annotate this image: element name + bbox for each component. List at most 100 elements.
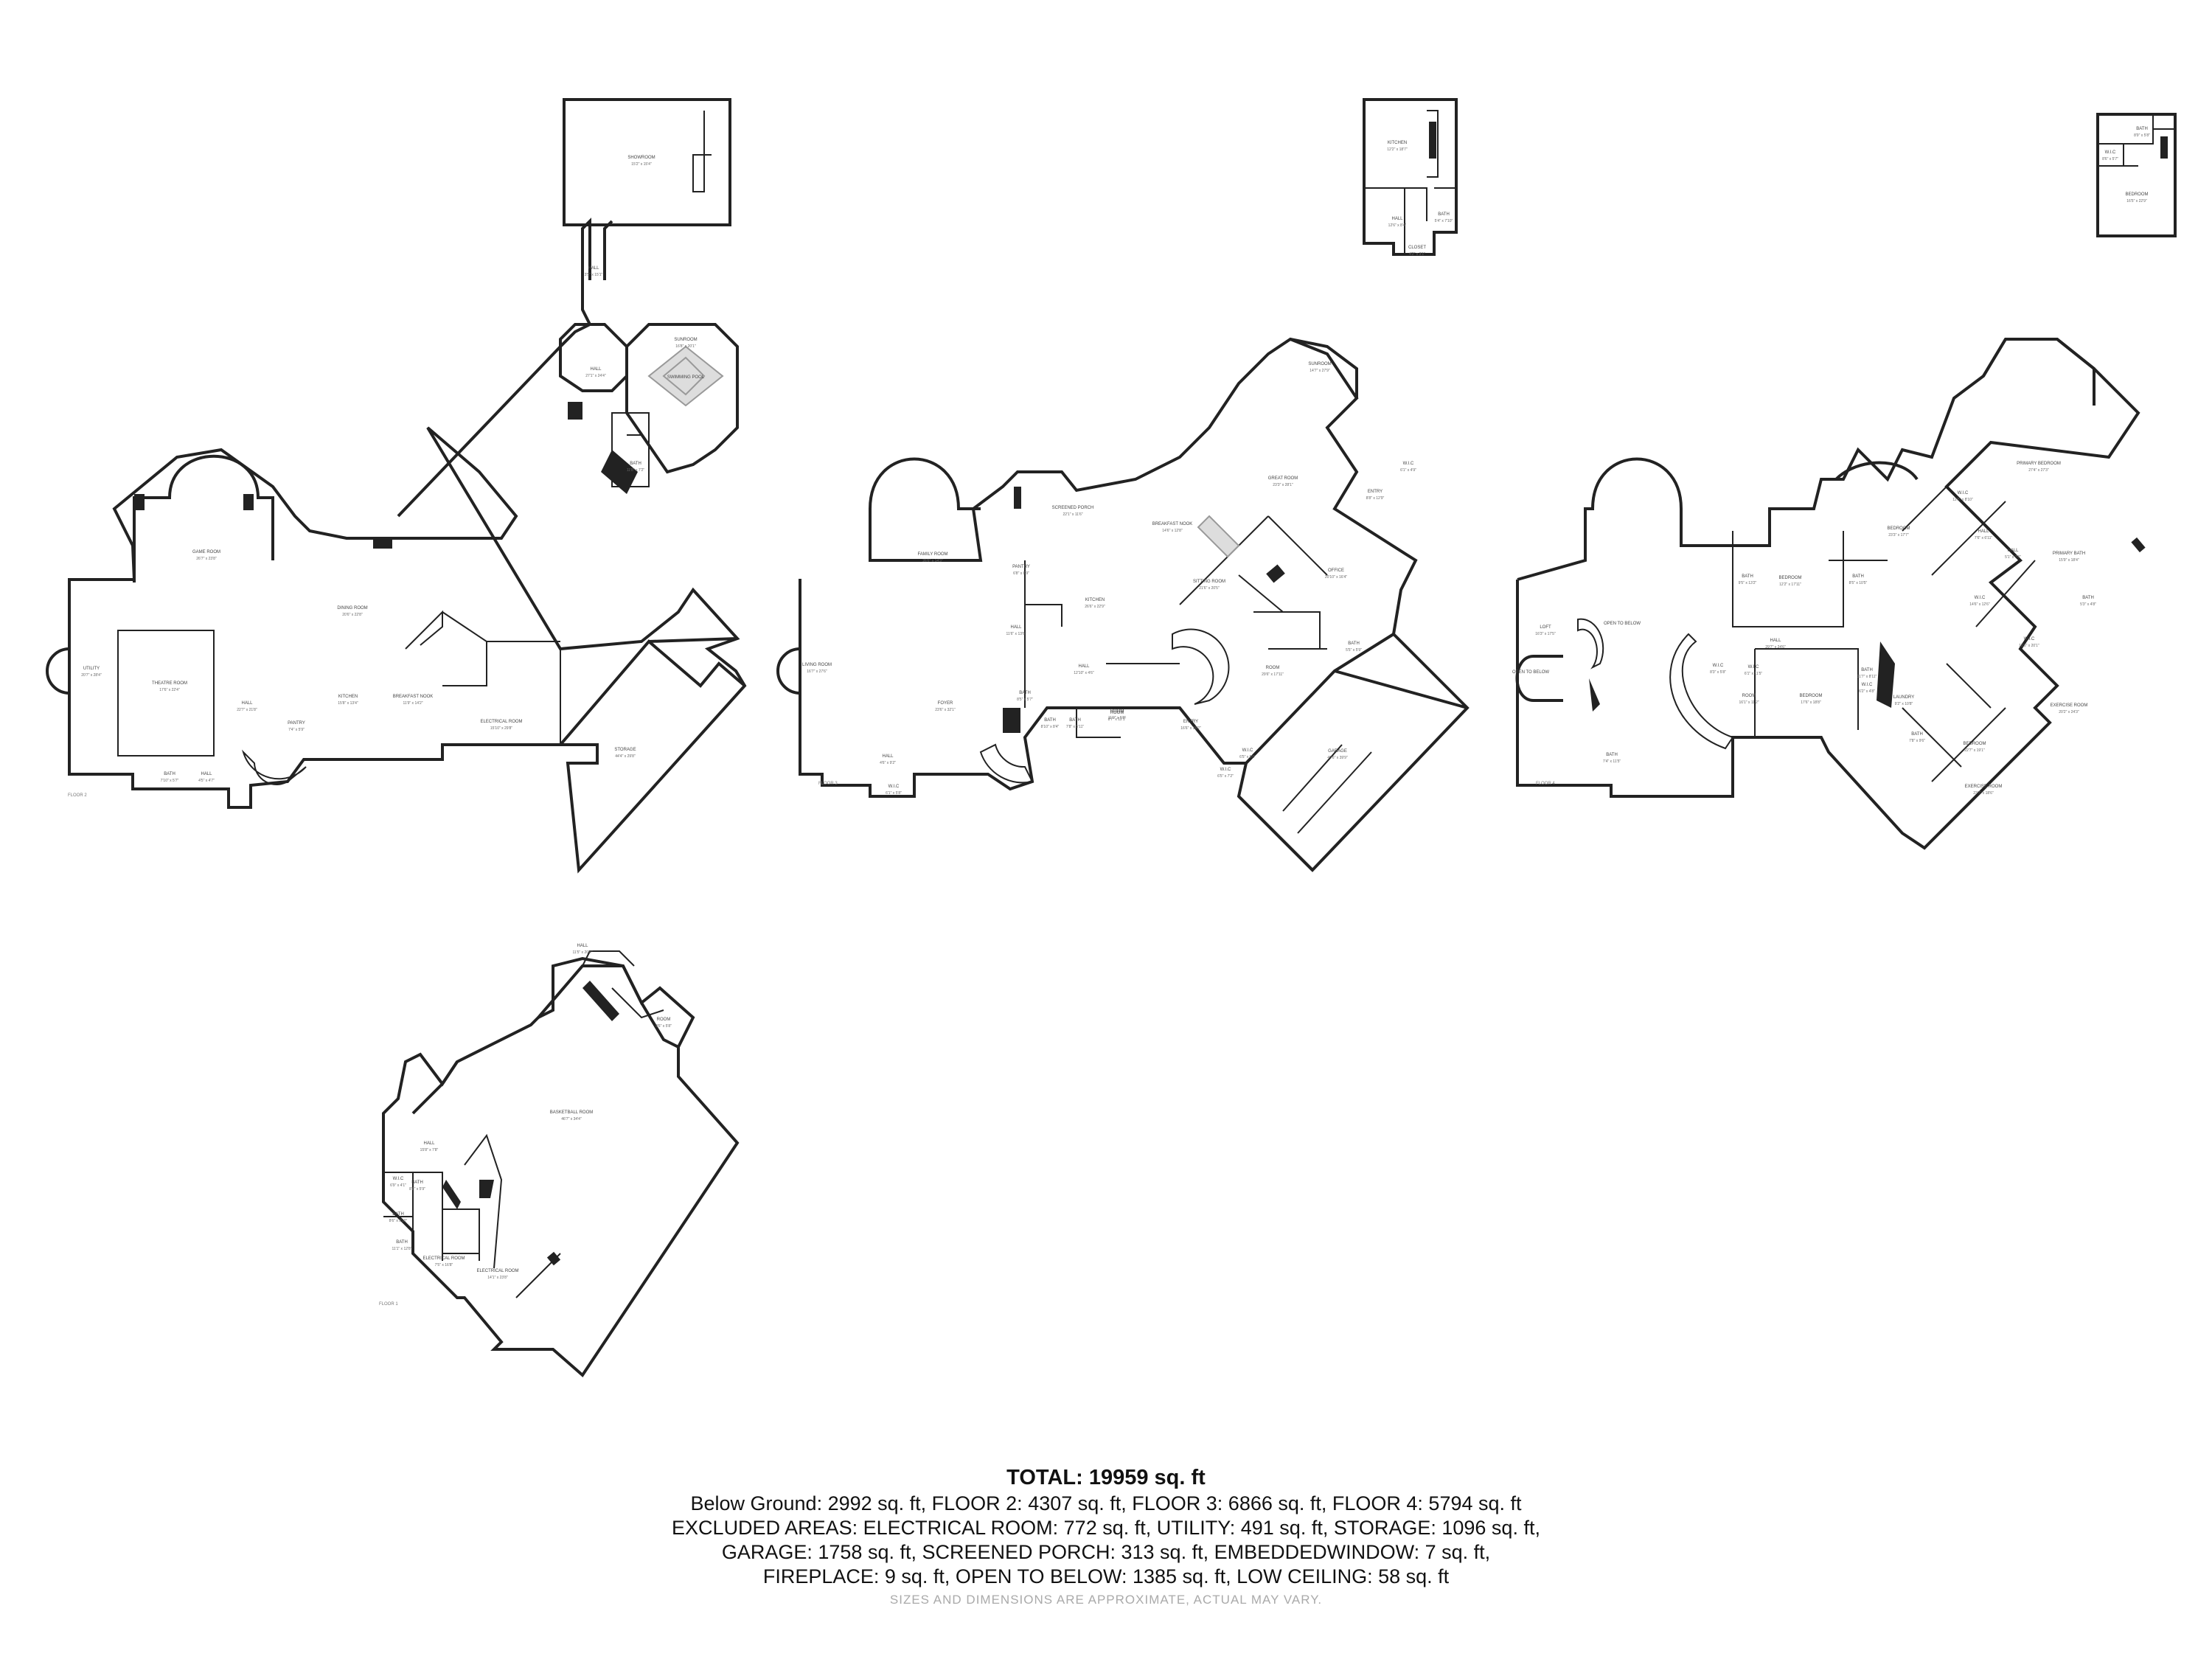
room-label: KITCHEN bbox=[1388, 141, 1407, 145]
room-dim: 16'7" x 27'6" bbox=[807, 669, 827, 674]
room-label: LAUNDRY bbox=[1893, 695, 1915, 700]
room-dim: 4'5" x 4'7" bbox=[198, 779, 215, 783]
room-dim: 26'6" x 22'9" bbox=[1085, 605, 1105, 609]
room-dim: 8'9" x 5'8" bbox=[2134, 133, 2150, 138]
room-dim: 27'1" x 24'4" bbox=[585, 374, 606, 378]
room-label: BATH bbox=[396, 1240, 408, 1245]
room-label: BATH bbox=[1069, 718, 1081, 723]
room-labels: SHOWROOM 15'2" x 15'4" HALL 3'5" x 15'1"… bbox=[68, 127, 2150, 1307]
room-label: EXERCISE ROOM bbox=[2051, 703, 2088, 708]
room-label: BATH bbox=[1019, 691, 1031, 695]
room-label: HALL bbox=[423, 1141, 435, 1146]
room-label: BATH bbox=[1852, 574, 1864, 579]
room-dim: 12'2" x 18'7" bbox=[1387, 147, 1408, 152]
room-dim: 6'1" x 11'5" bbox=[1745, 672, 1762, 676]
room-dim: 14'1" x 23'8" bbox=[487, 1276, 508, 1280]
area-summary: TOTAL: 19959 sq. ft Below Ground: 2992 s… bbox=[0, 1464, 2212, 1611]
room-label: HALL bbox=[201, 772, 212, 776]
room-dim: 40'6" x 39'9" bbox=[1327, 756, 1348, 760]
room-label: ELECTRICAL ROOM bbox=[480, 720, 522, 724]
room-label: BATH bbox=[1044, 718, 1056, 723]
room-dim: 12'6" x 8'4" bbox=[1388, 223, 1407, 228]
room-dim: 15'10" x 29'8" bbox=[490, 726, 512, 731]
room-label: BATH bbox=[2082, 596, 2094, 600]
room-label: PRIMARY BATH bbox=[2053, 552, 2085, 556]
room-dim: 15'9" x 18'4" bbox=[2059, 558, 2079, 563]
room-dim: 16'3" x 17'5" bbox=[1535, 632, 1556, 636]
theatre-room-walls bbox=[117, 630, 215, 757]
room-dim: 8'7" x 12'1" bbox=[1108, 717, 1127, 722]
room-dim: 8'5" x 5'7" bbox=[1017, 698, 1033, 702]
loft-bay bbox=[1515, 655, 1563, 702]
room-dim: 8'6" x 5'10" bbox=[389, 1219, 408, 1223]
room-label: LIVING ROOM bbox=[802, 663, 832, 667]
room-label: HALL bbox=[1010, 625, 1022, 630]
sunroom-walls bbox=[625, 323, 739, 474]
room-label: SUNROOM bbox=[1308, 362, 1331, 366]
sunroom-3-walls bbox=[1290, 338, 1358, 398]
room-label: KITCHEN bbox=[338, 695, 358, 699]
room-label: W.I.C bbox=[393, 1177, 404, 1181]
room-dim: 8'8" x 5'9" bbox=[409, 1187, 425, 1192]
room-label: ENTRY bbox=[1183, 720, 1198, 724]
room-label: W.I.C bbox=[1713, 664, 1724, 668]
floor-4-upper-plan bbox=[2096, 113, 2177, 237]
room-dim: 9'2" x 10'8" bbox=[1895, 702, 1913, 706]
foyer-stair bbox=[979, 743, 1034, 784]
room-dim: 9'6" x 5'8" bbox=[655, 1024, 672, 1029]
room-dim: 17'6" x 18'8" bbox=[1801, 700, 1821, 705]
room-label: ROOM bbox=[1110, 709, 1124, 714]
room-label: W.I.C bbox=[1975, 596, 1986, 600]
room-label: W.I.C bbox=[2105, 150, 2116, 155]
room-dim: 22'1" x 11'6" bbox=[1062, 512, 1082, 517]
room-label: PANTRY bbox=[288, 721, 305, 726]
floor-2-plan bbox=[46, 98, 747, 874]
room-dim: 7'4" x 5'9" bbox=[288, 728, 305, 732]
room-dim: 11'1" x 12'8" bbox=[392, 1247, 411, 1251]
room-dim: 22'7" x 21'8" bbox=[237, 708, 257, 712]
room-dim: 44'4" x 29'8" bbox=[615, 754, 636, 759]
room-dim: 12'2" x 17'11" bbox=[1779, 582, 1801, 587]
room-dim: 8'10" x 8'4" bbox=[1041, 725, 1060, 729]
floor-label: FLOOR 4 bbox=[1536, 782, 1555, 786]
room-dim: 6'5" x 5'6" bbox=[1239, 755, 1256, 759]
room-dim: 8'6" x 5'7" bbox=[2102, 157, 2118, 161]
room-dim: 26'6" x 14'3" bbox=[922, 559, 943, 563]
game-room-walls bbox=[133, 454, 274, 582]
room-label: FAMILY ROOM bbox=[917, 552, 947, 557]
room-label: W.I.C bbox=[2024, 637, 2035, 641]
room-label: HALL bbox=[1078, 664, 1090, 669]
room-label: BATH bbox=[2136, 127, 2148, 131]
room-dim: 6'8" x 8'9" bbox=[1013, 571, 1029, 576]
room-dim: 16'6" x 18'2" bbox=[1180, 726, 1201, 731]
room-dim: 26'7" x 23'8" bbox=[196, 557, 217, 561]
floor-3-upper-outline bbox=[1363, 98, 1458, 256]
room-label: W.I.C bbox=[1958, 491, 1969, 495]
room-dim: 29'6" x 17'11" bbox=[1262, 672, 1284, 677]
room-dim: 21'6" x 20'5" bbox=[1199, 586, 1220, 591]
room-label: HALL bbox=[1391, 217, 1403, 221]
room-label: W.I.C bbox=[1242, 748, 1253, 753]
floor-label: FLOOR 2 bbox=[68, 793, 87, 798]
room-dim: 4'6" x 9'2" bbox=[880, 761, 896, 765]
room-label: SWIMMING POOL bbox=[667, 375, 705, 380]
room-label: BATH bbox=[630, 462, 641, 466]
room-dim: 15'8" x 7'8" bbox=[420, 1148, 439, 1152]
floor-1-plan bbox=[382, 950, 740, 1378]
room-label: SHOWROOM bbox=[627, 156, 655, 160]
room-dim: 16'8" x 20'1" bbox=[675, 344, 696, 349]
room-label: BATH bbox=[1861, 668, 1873, 672]
floor-3-outline bbox=[799, 337, 1470, 872]
room-label: FOYER bbox=[938, 701, 953, 706]
room-label: ROOM bbox=[1266, 666, 1280, 670]
room-dim: 14'6" x 12'8" bbox=[1162, 529, 1183, 533]
room-dim: 8'8" x 12'9" bbox=[1366, 496, 1385, 501]
room-label: SUNROOM bbox=[674, 338, 697, 342]
room-label: ELECTRICAL ROOM bbox=[422, 1256, 465, 1261]
room-label: PRIMARY BEDROOM bbox=[2017, 462, 2061, 466]
room-label: OPEN TO BELOW bbox=[1512, 670, 1549, 675]
room-dim: 6'2" x 4'8" bbox=[1859, 689, 1875, 694]
room-label: HALL bbox=[1978, 529, 1989, 534]
room-label: BATH bbox=[411, 1180, 423, 1185]
